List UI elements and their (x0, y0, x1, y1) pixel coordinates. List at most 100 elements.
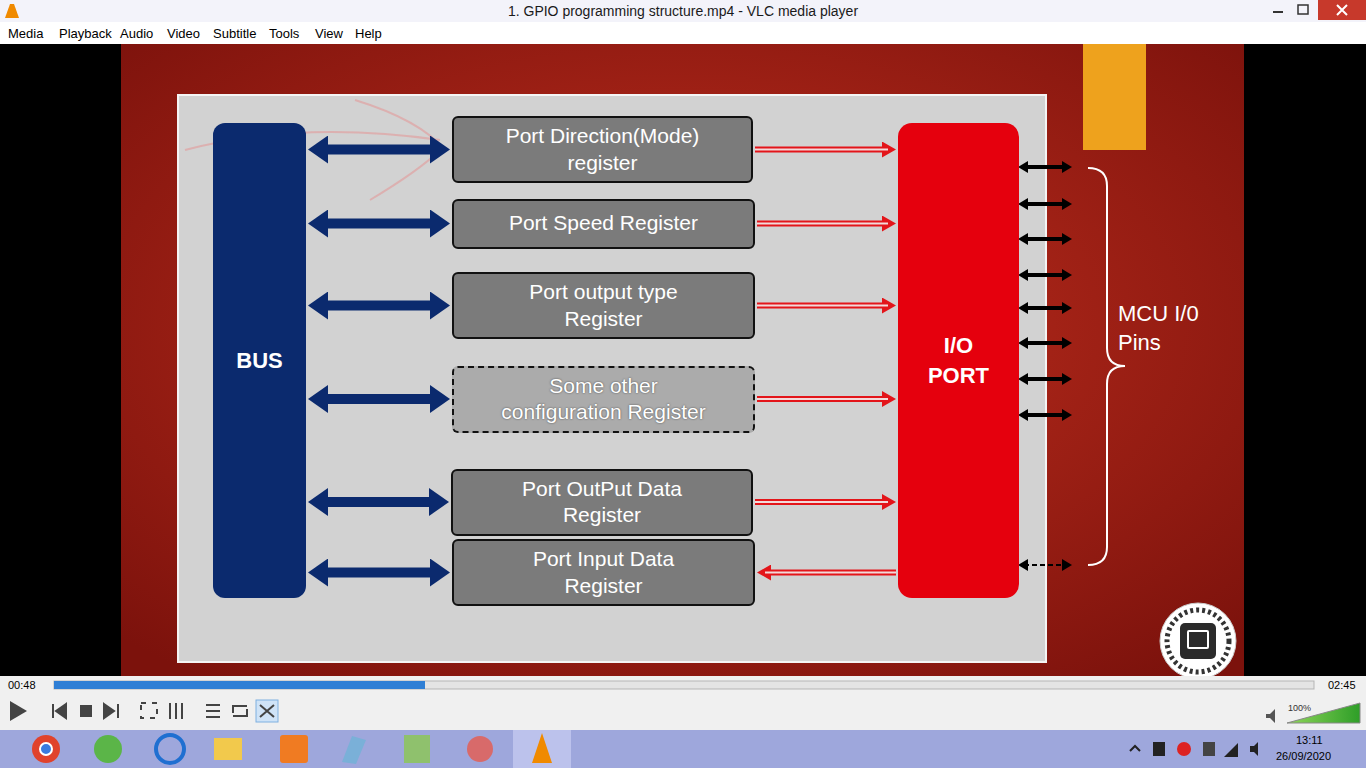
connector-line (316, 301, 442, 311)
signal-arrow (765, 572, 896, 573)
menu-item: Video (167, 26, 200, 41)
register-box: Port Direction(Mode) register (452, 116, 753, 183)
menu-item-box: Help (355, 26, 395, 42)
volume-percent: 100% (1288, 703, 1311, 713)
clock-date: 26/09/2020 (1276, 750, 1331, 762)
minimize-button (1273, 11, 1283, 13)
random-button (256, 700, 278, 722)
register-box: Port Speed Register (452, 199, 755, 249)
connector-inner (755, 149, 888, 151)
total-time-box: 02:45 (1328, 679, 1366, 692)
random-glyph (260, 705, 274, 717)
slide-background (121, 44, 1244, 676)
active-task (513, 730, 571, 768)
pin-arrow (1024, 237, 1066, 241)
chrome-center (40, 743, 52, 755)
bus-arrow (316, 572, 442, 573)
node-text: Port OutPut Data Register (492, 476, 712, 529)
menu-item-box: Tools (269, 26, 315, 42)
slide-panel (178, 95, 1046, 662)
menu-item: Tools (269, 26, 299, 41)
close-button (1318, 0, 1366, 20)
clock-time: 13:11 (1296, 734, 1323, 746)
volume-percent-box: 100% (1288, 703, 1318, 714)
signal-arrow (757, 305, 888, 306)
elapsed-time: 00:48 (8, 679, 36, 691)
signal-arrow (755, 502, 888, 503)
pin-arrows (1024, 167, 1066, 565)
folder-icon (214, 738, 242, 760)
tray-battery (1203, 742, 1215, 756)
orange-block (1083, 44, 1146, 150)
node-text: Some other configuration Register (494, 373, 714, 426)
tray-volume (1250, 742, 1258, 756)
chrome-icon (32, 735, 60, 763)
video-area (0, 44, 1366, 676)
note-icon (342, 736, 366, 764)
menu-item-box: Video (167, 26, 213, 42)
taskbar (0, 730, 1366, 768)
node-text: Port output type Register (494, 279, 714, 332)
logo-circle (1160, 603, 1236, 679)
menu-bar (0, 22, 1366, 44)
tray-flag (1153, 742, 1165, 756)
pins-label-box: MCU I/0 Pins (1118, 300, 1228, 357)
title-bar (0, 0, 1366, 22)
menu-item-box: Media (8, 26, 58, 42)
clock-date-box: 26/09/2020 (1276, 750, 1356, 763)
connector-line (316, 568, 442, 578)
connector-line (316, 219, 442, 229)
tray-icon (1177, 742, 1191, 756)
pin-arrow-dashed (1024, 564, 1066, 566)
stop-button (80, 705, 92, 717)
io-port-block: I/O PORT (898, 123, 1019, 598)
connector-line (316, 497, 441, 507)
register-box: Port output type Register (452, 272, 755, 339)
pin-arrow (1024, 202, 1066, 206)
connector-line (757, 221, 888, 227)
register-box: Port Input Data Register (452, 539, 755, 606)
signal-arrow (755, 149, 888, 150)
tray-arrow (1130, 746, 1140, 751)
menu-item: Subtitle (213, 26, 256, 41)
bus-arrow (316, 223, 442, 224)
ie-icon (156, 735, 184, 763)
torrent-icon (94, 735, 122, 763)
prev-button (53, 704, 66, 718)
node-text: Port Input Data Register (494, 546, 714, 599)
channel-logo (1160, 603, 1236, 679)
taskbar-icons (32, 733, 1258, 764)
vlc-icon (532, 733, 552, 763)
pin-arrow (1024, 273, 1066, 277)
connector-line (765, 570, 896, 576)
menu-item-box: Subtitle (213, 26, 269, 42)
connector-line (316, 394, 442, 404)
bus-arrow (316, 502, 441, 503)
volume-slider (1287, 703, 1360, 723)
menu-item-box: Audio (120, 26, 166, 42)
node-text: Port Speed Register (509, 210, 698, 236)
loop-button (233, 706, 247, 716)
window-title: 1. GPIO programming structure.mp4 - VLC … (508, 3, 858, 19)
restore-button (1298, 5, 1308, 14)
bus-arrow (316, 149, 442, 150)
pdf-icon (280, 735, 308, 763)
settings-button (170, 703, 182, 719)
register-box: Port OutPut Data Register (451, 469, 753, 536)
connector-line (757, 303, 888, 309)
tray-signal (1224, 743, 1238, 757)
connector-inner (757, 223, 888, 225)
connector-line (755, 147, 888, 153)
close-glyph (1337, 5, 1347, 15)
logo-pins (1167, 610, 1229, 672)
menu-item-box: Playback (59, 26, 119, 42)
menu-item: Media (8, 26, 43, 41)
total-time: 02:45 (1328, 679, 1356, 691)
connector-inner (757, 398, 888, 400)
notepad-icon (404, 735, 430, 763)
speaker-icon (1266, 709, 1275, 723)
connector-inner (765, 572, 896, 574)
menu-item: Help (355, 26, 382, 41)
playlist-button (206, 705, 220, 717)
menu-item: Audio (120, 26, 153, 41)
